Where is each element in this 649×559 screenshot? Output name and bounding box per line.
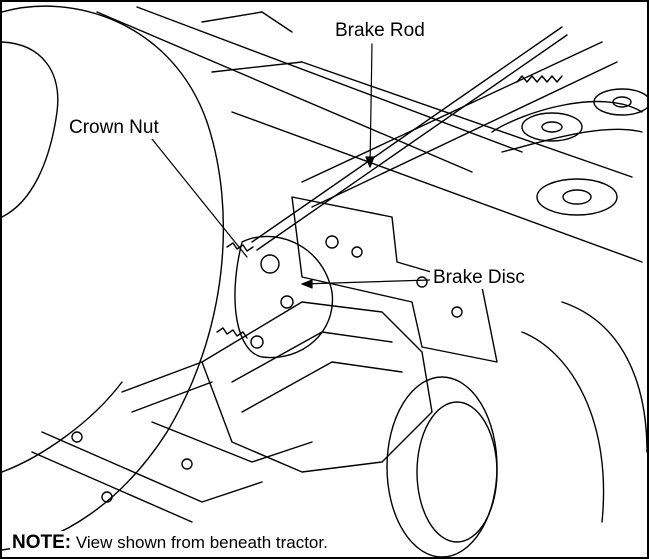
note-caption: NOTE: View shown from beneath tractor. xyxy=(10,531,332,556)
rear-tire-left xyxy=(2,5,225,551)
lower-frame xyxy=(31,421,313,523)
brake-rod-part xyxy=(251,26,568,251)
crown-nut-label: Crown Nut xyxy=(66,117,162,139)
brake-disc-label: Brake Disc xyxy=(430,267,528,289)
upper-frame xyxy=(96,6,643,263)
note-text: View shown from beneath tractor. xyxy=(75,533,328,552)
pulleys xyxy=(491,88,647,216)
note-label: NOTE: xyxy=(12,532,72,553)
brake-disc-part xyxy=(226,235,334,359)
center-bracket xyxy=(291,196,498,363)
spring-upper xyxy=(516,75,563,83)
transaxle-housing xyxy=(121,301,433,473)
brake-rod-label: Brake Rod xyxy=(332,20,428,42)
leader-lines xyxy=(151,43,431,289)
wheel-right xyxy=(386,301,647,557)
